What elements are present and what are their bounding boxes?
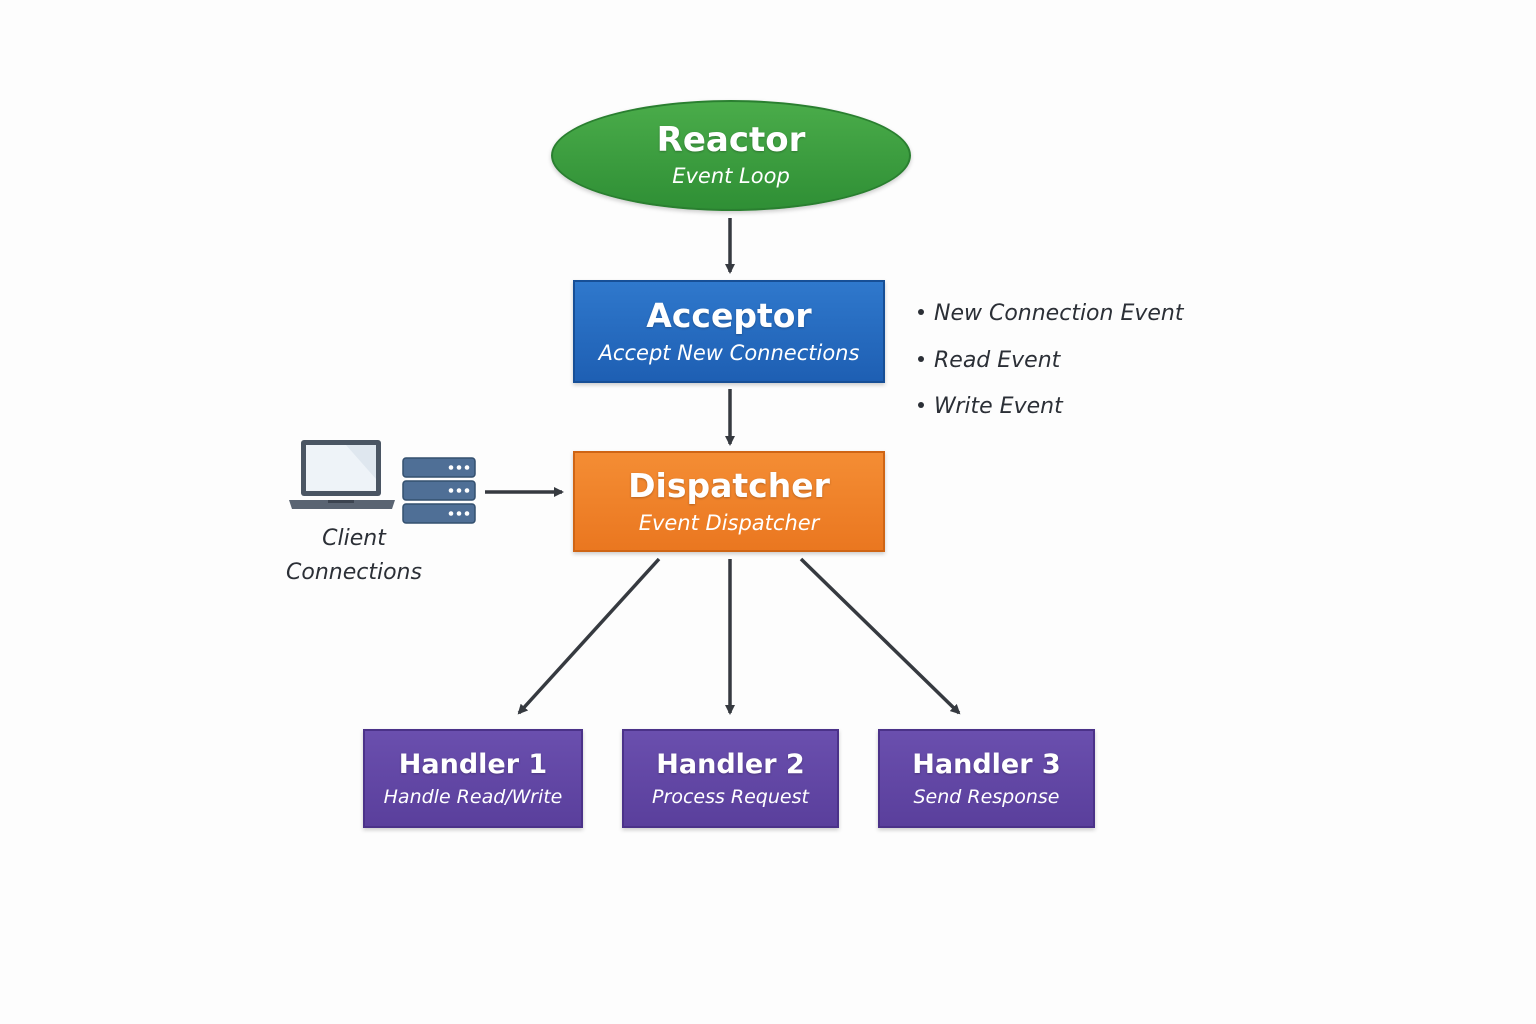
reactor-node: Reactor Event Loop [551,100,911,211]
handler-2-node: Handler 2 Process Request [622,729,839,828]
dispatcher-subtitle: Event Dispatcher [638,510,820,535]
handler-3-title: Handler 3 [912,748,1061,780]
bullet-icon [918,309,924,315]
handler-2-title: Handler 2 [656,748,805,780]
arrow-dispatcher-to-handler-1 [517,557,661,715]
handler-1-subtitle: Handle Read/Write [383,785,563,808]
handler-1-node: Handler 1 Handle Read/Write [363,729,583,828]
acceptor-node: Acceptor Accept New Connections [573,280,885,383]
laptop-icon [289,440,395,509]
client-label-line-2: Connections [286,560,422,585]
client-connections-label: Client Connections [274,522,434,590]
event-item: New Connection Event [918,297,1183,344]
bullet-icon [918,402,924,408]
handler-3-node: Handler 3 Send Response [878,729,1095,828]
event-label: New Connection Event [934,301,1184,326]
handler-1-title: Handler 1 [398,748,548,780]
event-label: Read Event [934,347,1061,373]
server-icon [402,457,476,524]
dispatcher-title: Dispatcher [628,465,830,505]
event-item: Read Event [918,344,1183,391]
dispatcher-node: Dispatcher Event Dispatcher [573,451,885,552]
reactor-title: Reactor [656,120,806,161]
bullet-icon [918,355,924,362]
reactor-subtitle: Event Loop [672,164,790,189]
acceptor-subtitle: Accept New Connections [598,340,860,365]
handler-2-subtitle: Process Request [652,785,809,808]
event-types-list: New Connection Event Read Event Write Ev… [918,297,1183,437]
handler-3-subtitle: Send Response [913,785,1060,808]
client-label-line-1: Client [322,526,386,551]
event-label: Write Event [934,394,1063,419]
arrow-dispatcher-to-handler-3 [799,557,961,715]
event-item: Write Event [918,390,1183,437]
acceptor-title: Acceptor [646,295,812,335]
